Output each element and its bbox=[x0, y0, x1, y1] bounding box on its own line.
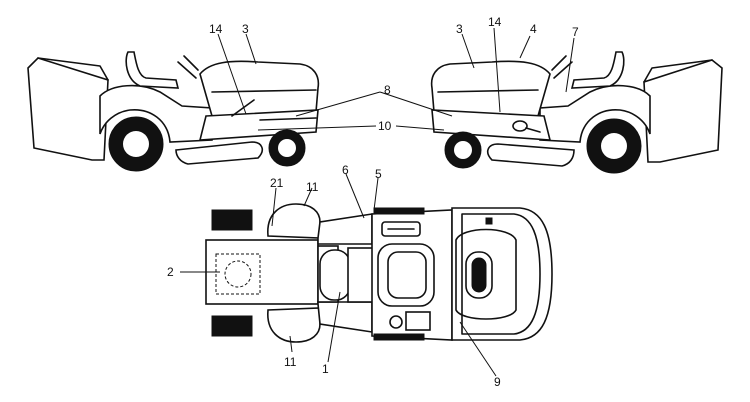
leader-lines bbox=[180, 27, 575, 377]
left-seat bbox=[125, 51, 180, 89]
top-rear-fender-lower bbox=[267, 307, 321, 343]
left-grass-bag bbox=[27, 57, 109, 161]
label-8: 8 bbox=[384, 83, 391, 97]
top-rear-fender-upper bbox=[267, 203, 321, 239]
label-5: 5 bbox=[375, 167, 382, 181]
label-14-right: 14 bbox=[488, 15, 502, 29]
label-10: 10 bbox=[378, 119, 392, 133]
label-2: 2 bbox=[167, 265, 174, 279]
label-7: 7 bbox=[572, 25, 579, 39]
label-9: 9 bbox=[494, 375, 501, 389]
right-side-view bbox=[430, 51, 723, 174]
left-hood bbox=[199, 60, 320, 117]
right-hood bbox=[430, 60, 551, 117]
label-3-right: 3 bbox=[456, 22, 463, 36]
label-6: 6 bbox=[342, 163, 349, 177]
top-seat bbox=[319, 249, 351, 301]
callout-labels: 14 3 3 14 4 7 8 10 21 11 6 5 2 11 1 9 bbox=[167, 15, 579, 389]
top-view bbox=[205, 203, 553, 343]
label-11-top: 11 bbox=[306, 180, 319, 194]
left-rear-fender bbox=[99, 84, 213, 143]
top-hood bbox=[451, 207, 553, 341]
label-14-left: 14 bbox=[209, 22, 223, 36]
right-seat bbox=[570, 51, 625, 89]
right-grass-bag bbox=[643, 59, 723, 163]
label-1: 1 bbox=[322, 362, 329, 376]
label-21: 21 bbox=[270, 176, 284, 190]
right-mower-deck bbox=[486, 143, 575, 167]
right-rear-fender bbox=[539, 84, 651, 143]
label-11-bottom: 11 bbox=[284, 355, 297, 369]
left-mower-deck bbox=[175, 141, 264, 165]
label-4: 4 bbox=[530, 22, 537, 36]
label-3-left: 3 bbox=[242, 22, 249, 36]
left-side-view bbox=[27, 51, 320, 172]
